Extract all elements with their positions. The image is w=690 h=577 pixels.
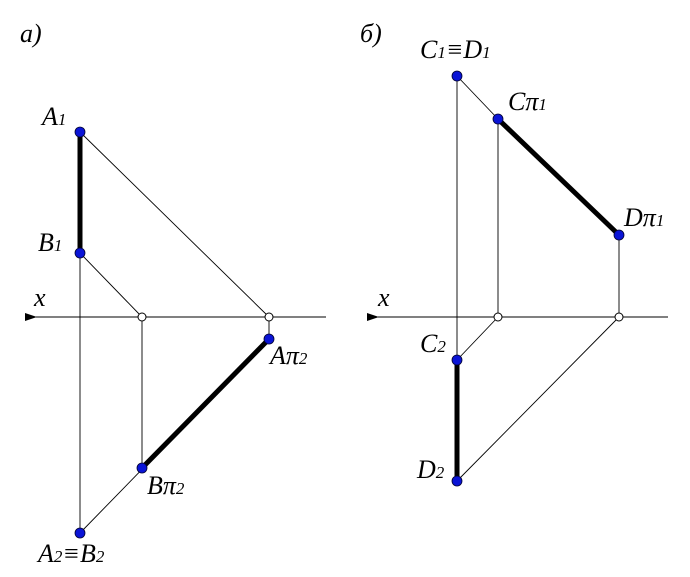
panel-b-segment-cpi1-dpi1 [496,117,621,237]
panel-b-line-axis-d2 [456,316,620,482]
label-a1: A1 [40,102,66,131]
panel-a-axis-label: x [33,283,46,312]
panel-b-line-c1d1-cpi1 [456,75,499,120]
panel-a: а) x A1 B1 Aπ2 Bπ2 A2≡B2 [20,19,326,568]
panel-b: б) x C1≡D1 Cπ1 Dπ1 C2 D2 [360,19,668,487]
label-bpi2: Bπ2 [147,471,185,500]
label-b1: B1 [38,228,62,257]
label-d2: D2 [416,455,445,484]
panel-b-tag: б) [360,19,382,48]
panel-b-axis-point-1 [493,312,503,322]
panel-a-axis-point-1 [137,312,147,322]
point-bpi2 [136,462,148,474]
point-a1 [74,126,86,138]
panel-a-line-a1-axis [79,131,270,318]
point-c2 [451,354,463,366]
label-dpi1: Dπ1 [623,203,664,232]
label-a2b2: A2≡B2 [36,539,105,568]
point-d2 [451,475,463,487]
label-c2: C2 [420,329,446,358]
point-dpi1 [613,229,625,241]
panel-b-axis-point-2 [614,312,624,322]
label-cpi1: Cπ1 [508,87,547,116]
label-c1d1: C1≡D1 [420,35,491,64]
panel-a-segment-bpi2-api2 [140,337,271,470]
point-a2b2 [74,527,86,539]
panel-a-axis-point-2 [264,312,274,322]
panel-a-line-b1-axis [79,252,143,318]
point-b1 [74,247,86,259]
label-api2: Aπ2 [268,341,308,370]
point-c1d1 [451,70,463,82]
point-cpi1 [492,113,504,125]
panel-b-line-axis-c2 [456,316,499,361]
panel-b-axis-label: x [377,283,390,312]
panel-a-tag: а) [20,19,42,48]
point-api2 [263,333,275,345]
